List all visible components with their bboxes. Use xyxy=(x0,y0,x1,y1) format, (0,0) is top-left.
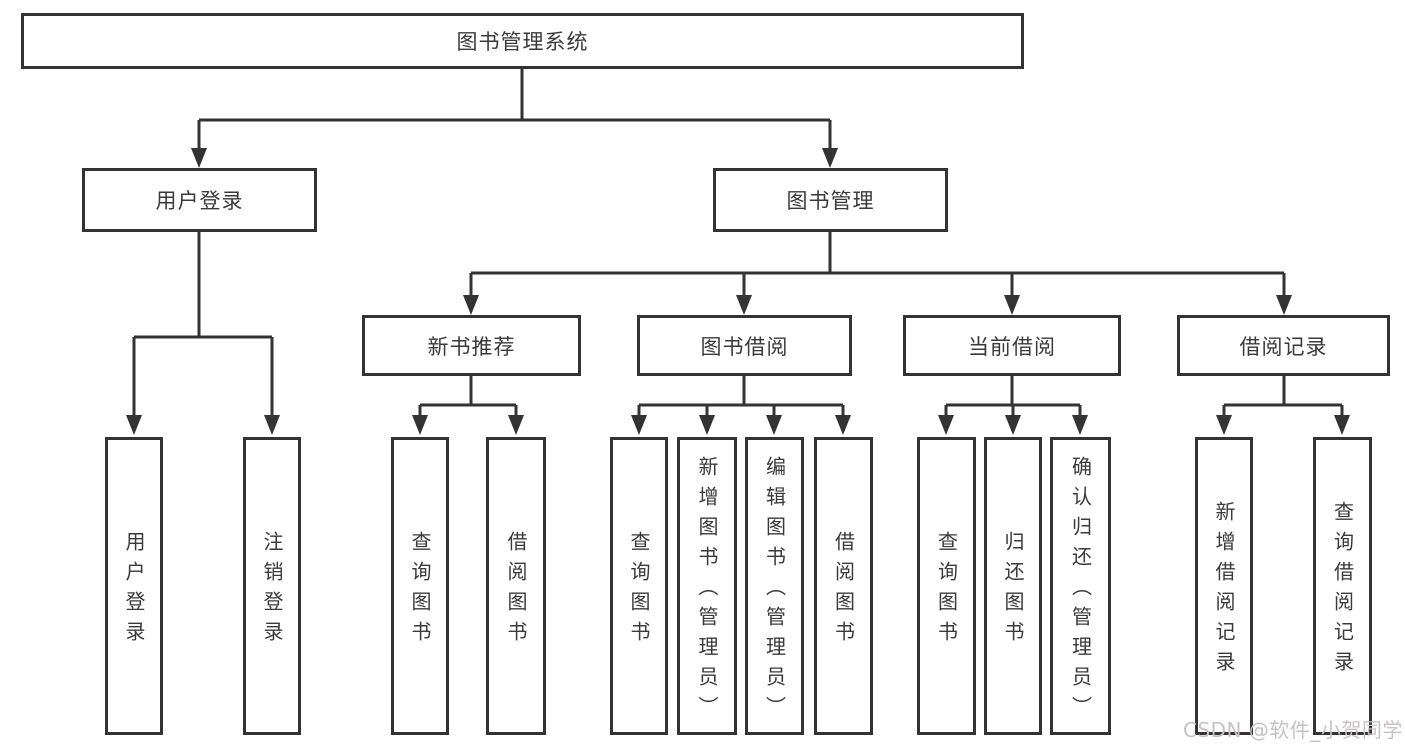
leaf-label: 借阅图书 xyxy=(831,531,856,651)
leaf-label: 用户登录 xyxy=(122,531,146,651)
leaf-label: 查询图书 xyxy=(627,531,651,651)
leaf-logout: 注销登录 xyxy=(243,437,301,735)
leaf-user-login: 用户登录 xyxy=(105,437,163,735)
leaf-label: 新增借阅记录 xyxy=(1212,501,1236,681)
leaf-records-add-borrow-record: 新增借阅记录 xyxy=(1195,437,1253,735)
node-new-book-recommendation: 新书推荐 xyxy=(362,315,581,376)
csdn-watermark: CSDN @软件_小贺同学 xyxy=(1183,718,1403,742)
leaf-borrowing-query-books: 查询图书 xyxy=(610,437,668,735)
leaf-label: 查询图书 xyxy=(934,531,959,651)
arrowheads xyxy=(126,148,1350,435)
node-book-management: 图书管理 xyxy=(713,168,948,232)
node-borrowing-records: 借阅记录 xyxy=(1177,315,1390,376)
leaf-label: 确认归还（管理员） xyxy=(1068,456,1093,726)
leaf-borrowing-edit-book-admin: 编辑图书（管理员） xyxy=(745,437,804,735)
leaf-current-return-books: 归还图书 xyxy=(984,437,1042,735)
leaf-label: 查询借阅记录 xyxy=(1330,501,1355,681)
node-root: 图书管理系统 xyxy=(21,13,1024,69)
leaf-label: 借阅图书 xyxy=(504,531,528,651)
leaf-current-confirm-return-admin: 确认归还（管理员） xyxy=(1050,437,1111,735)
leaf-recommend-borrow-books: 借阅图书 xyxy=(486,437,546,735)
leaf-label: 新增图书（管理员） xyxy=(695,456,719,726)
leaf-recommend-query-books: 查询图书 xyxy=(391,437,449,735)
leaf-label: 编辑图书（管理员） xyxy=(762,456,787,726)
node-user-login: 用户登录 xyxy=(82,168,317,232)
leaf-records-query-borrow-record: 查询借阅记录 xyxy=(1313,437,1372,735)
node-current-borrowing: 当前借阅 xyxy=(903,315,1121,376)
node-book-borrowing: 图书借阅 xyxy=(637,315,852,376)
leaf-current-query-books: 查询图书 xyxy=(917,437,976,735)
leaf-label: 归还图书 xyxy=(1001,531,1025,651)
leaf-label: 查询图书 xyxy=(408,531,432,651)
leaf-borrowing-borrow-books: 借阅图书 xyxy=(814,437,873,735)
leaf-label: 注销登录 xyxy=(260,531,284,651)
leaf-borrowing-add-book-admin: 新增图书（管理员） xyxy=(677,437,737,735)
